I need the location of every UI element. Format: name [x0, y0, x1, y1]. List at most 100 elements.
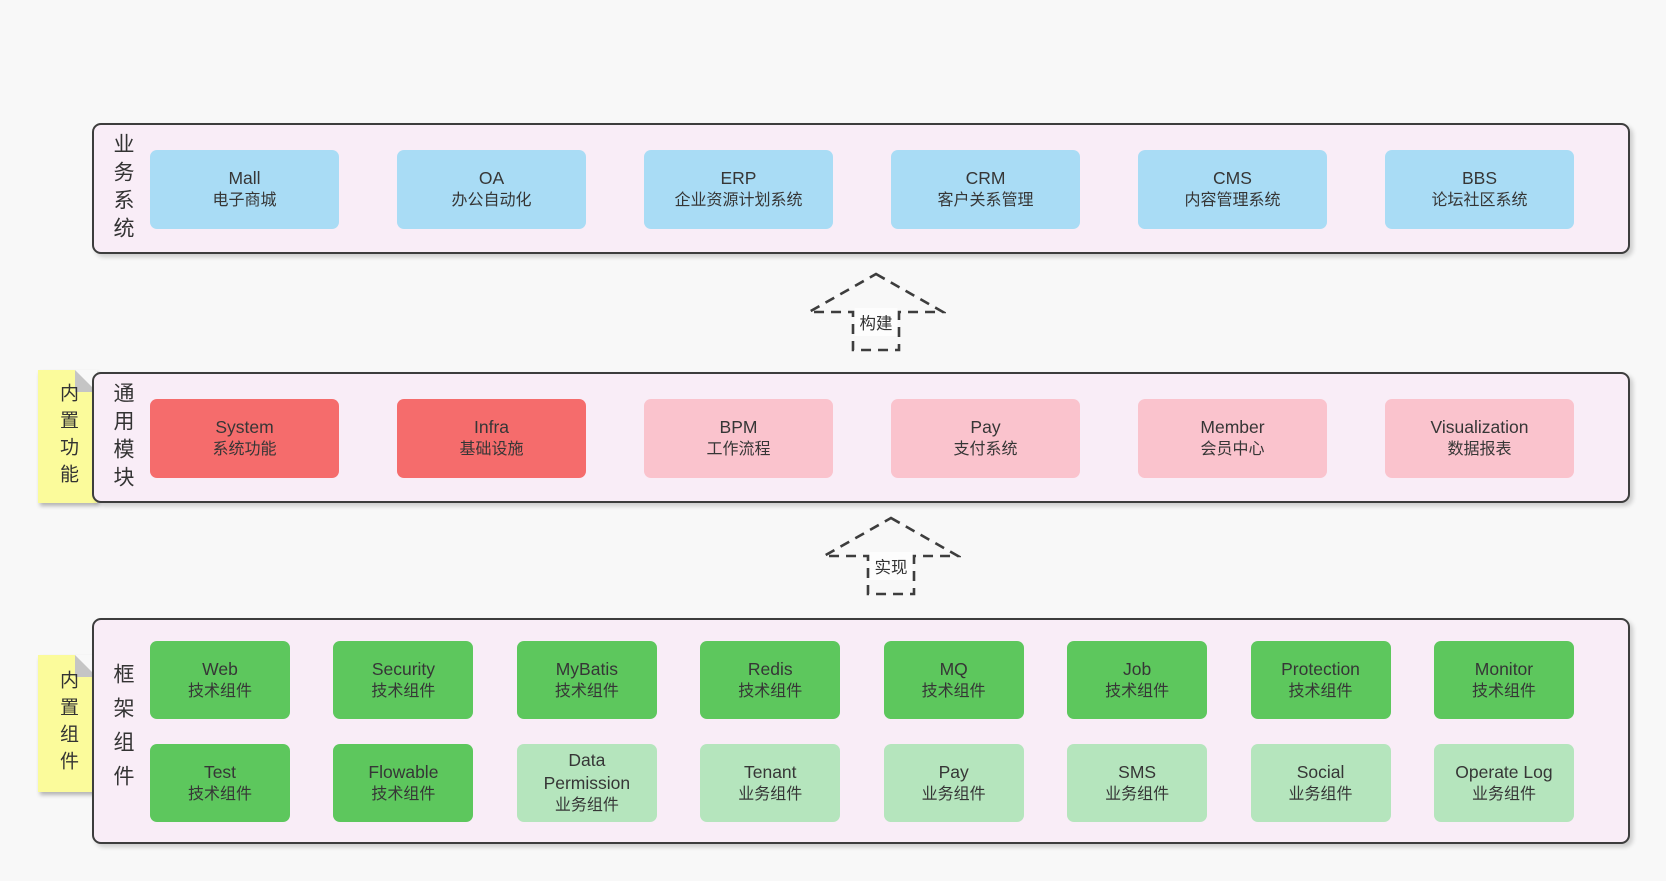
sticky-note-label: 内置组件	[57, 669, 78, 778]
layer-business-systems: 业务系统 Mall 电子商城 OA 办公自动化 ERP 企业资源计划系统 CRM…	[92, 123, 1630, 254]
box-subtitle: 数据报表	[1447, 441, 1512, 459]
box-subtitle: 企业资源计划系统	[674, 192, 803, 210]
box-title: ERP	[720, 168, 757, 189]
box-visualization: Visualization 数据报表	[1385, 399, 1574, 478]
box-title: Pay	[970, 417, 1001, 438]
box-subtitle: 技术组件	[738, 682, 803, 700]
box-title: Member	[1200, 417, 1265, 438]
box-title: CRM	[965, 168, 1006, 189]
box-title: Protection	[1281, 658, 1360, 679]
components-box-row-2: Test 技术组件 Flowable 技术组件 Data Permission …	[150, 744, 1574, 822]
box-subtitle: 技术组件	[1288, 682, 1353, 700]
box-subtitle: 业务组件	[1471, 785, 1536, 803]
sticky-note-built-in-features: 内置功能	[38, 370, 97, 503]
box-subtitle: 业务组件	[1288, 785, 1353, 803]
box-title: Security	[371, 658, 436, 679]
box-flowable: Flowable 技术组件	[333, 744, 474, 822]
box-title: Visualization	[1430, 417, 1529, 438]
box-title: Test	[203, 761, 237, 782]
layer-label-framework-components: 框架组件	[111, 663, 134, 799]
box-subtitle: 技术组件	[1105, 682, 1170, 700]
box-title: Tenant	[743, 761, 797, 782]
box-title: Data Permission	[543, 750, 631, 793]
box-member: Member 会员中心	[1138, 399, 1327, 478]
build-arrow-label: 构建	[854, 308, 898, 336]
box-redis: Redis 技术组件	[700, 641, 841, 719]
box-cms: CMS 内容管理系统	[1138, 150, 1327, 229]
box-oa: OA 办公自动化	[397, 150, 586, 229]
box-job: Job 技术组件	[1067, 641, 1208, 719]
box-security: Security 技术组件	[333, 641, 474, 719]
box-protection: Protection 技术组件	[1250, 641, 1391, 719]
box-subtitle: 工作流程	[706, 441, 771, 459]
box-title: SMS	[1118, 761, 1157, 782]
box-web: Web 技术组件	[150, 641, 290, 719]
layer-common-modules: 通用模块 System 系统功能 Infra 基础设施 BPM 工作流程 Pay…	[92, 372, 1630, 503]
box-title: Flowable	[368, 761, 439, 782]
layer-framework-components: 框架组件 Web 技术组件 Security 技术组件 MyBatis 技术组件…	[92, 618, 1630, 844]
box-infra: Infra 基础设施	[397, 399, 586, 478]
build-arrow: 构建	[806, 271, 946, 353]
box-subtitle: 技术组件	[1471, 682, 1536, 700]
box-subtitle: 论坛社区系统	[1431, 192, 1528, 210]
box-subtitle: 技术组件	[187, 785, 252, 803]
box-subtitle: 支付系统	[953, 441, 1018, 459]
components-box-row-1: Web 技术组件 Security 技术组件 MyBatis 技术组件 Redi…	[150, 641, 1574, 719]
box-title: Monitor	[1474, 658, 1534, 679]
box-sms: SMS 业务组件	[1067, 744, 1208, 822]
box-subtitle: 会员中心	[1200, 441, 1265, 459]
box-subtitle: 业务组件	[921, 785, 986, 803]
layer-label-common-modules: 通用模块	[111, 381, 134, 494]
box-subtitle: 办公自动化	[451, 192, 532, 210]
box-social: Social 业务组件	[1250, 744, 1391, 822]
box-mall: Mall 电子商城	[150, 150, 339, 229]
box-title: Infra	[473, 417, 510, 438]
box-title: MQ	[939, 658, 968, 679]
implement-arrow-label: 实现	[869, 552, 913, 580]
box-subtitle: 技术组件	[371, 785, 436, 803]
modules-box-row: System 系统功能 Infra 基础设施 BPM 工作流程 Pay 支付系统…	[150, 399, 1574, 478]
sticky-note-built-in-components: 内置组件	[38, 655, 97, 792]
box-title: Operate Log	[1455, 761, 1553, 782]
layer-label-business-systems: 业务系统	[111, 132, 134, 245]
box-subtitle: 基础设施	[459, 441, 524, 459]
box-subtitle: 技术组件	[187, 682, 252, 700]
up-block-arrow-icon	[806, 272, 946, 352]
box-test: Test 技术组件	[150, 744, 290, 822]
box-pay-module: Pay 支付系统	[891, 399, 1080, 478]
box-bbs: BBS 论坛社区系统	[1385, 150, 1574, 229]
box-title: OA	[478, 168, 505, 189]
box-bpm: BPM 工作流程	[644, 399, 833, 478]
box-tenant: Tenant 业务组件	[700, 744, 841, 822]
box-title: Pay	[938, 761, 969, 782]
box-subtitle: 电子商城	[212, 192, 277, 210]
box-data-permission: Data Permission 业务组件	[516, 744, 657, 822]
up-block-arrow-icon	[821, 516, 961, 596]
box-title: Mall	[228, 168, 261, 189]
box-subtitle: 客户关系管理	[937, 192, 1034, 210]
box-title: CMS	[1213, 168, 1252, 189]
box-pay-component: Pay 业务组件	[883, 744, 1024, 822]
box-mybatis: MyBatis 技术组件	[516, 641, 657, 719]
box-title: Social	[1296, 761, 1345, 782]
box-operate-log: Operate Log 业务组件	[1433, 744, 1574, 822]
box-title: BBS	[1461, 168, 1498, 189]
box-title: BPM	[719, 417, 758, 438]
box-title: Web	[202, 658, 238, 679]
box-system: System 系统功能	[150, 399, 339, 478]
box-subtitle: 业务组件	[1105, 785, 1170, 803]
box-subtitle: 技术组件	[371, 682, 436, 700]
business-box-row: Mall 电子商城 OA 办公自动化 ERP 企业资源计划系统 CRM 客户关系…	[150, 150, 1574, 229]
box-crm: CRM 客户关系管理	[891, 150, 1080, 229]
box-monitor: Monitor 技术组件	[1433, 641, 1574, 719]
box-subtitle: 技术组件	[921, 682, 986, 700]
implement-arrow: 实现	[821, 515, 961, 597]
box-subtitle: 业务组件	[738, 785, 803, 803]
box-erp: ERP 企业资源计划系统	[644, 150, 833, 229]
box-title: MyBatis	[555, 658, 618, 679]
box-title: Redis	[747, 658, 793, 679]
box-title: Job	[1123, 658, 1152, 679]
box-subtitle: 技术组件	[554, 682, 619, 700]
sticky-note-label: 内置功能	[57, 382, 78, 491]
